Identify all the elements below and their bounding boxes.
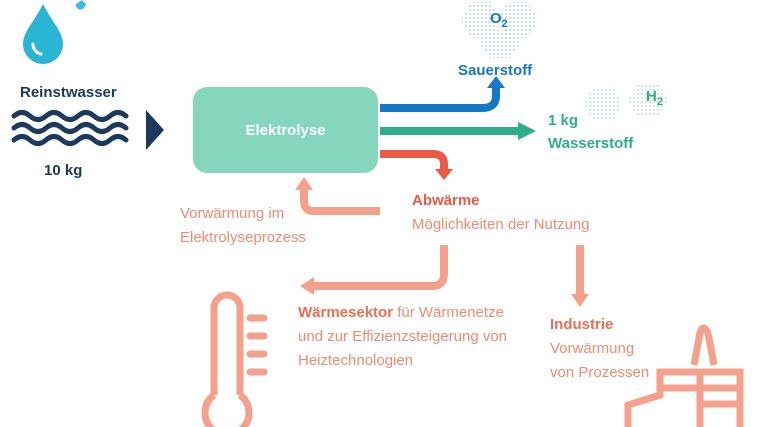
oxygen-label: Sauerstoff (458, 62, 533, 79)
small-water-drop-icon (75, 0, 87, 10)
electrolysis-box (193, 87, 378, 173)
hydrogen-molecule-icon (583, 84, 668, 120)
preheating-line-1: Vorwärmung im (180, 205, 285, 222)
heat-sector-line-3: Heiztechnologien (298, 352, 414, 369)
hydrogen-arrow (380, 122, 536, 140)
water-drop-highlight (31, 42, 43, 56)
industry-line-1: Vorwärmung (550, 340, 635, 357)
waste-heat-arrow (380, 150, 453, 180)
industry-title: Industrie (550, 316, 614, 333)
oxygen-molecule-icon (461, 2, 538, 58)
oxygen-formula: O2 (490, 10, 508, 30)
water-label: Reinstwasser (20, 84, 117, 101)
electrolysis-label: Elektrolyse (245, 121, 326, 139)
hydrogen-amount: 1 kg (548, 112, 579, 129)
heat-sector-line-1: Wärmesektor für Wärmenetze (298, 304, 504, 321)
hydrogen-label: Wasserstoff (548, 135, 634, 152)
hydrogen-formula: H2 (646, 88, 663, 108)
thermometer-icon (201, 291, 268, 427)
heat-sector-line-2: und zur Effizienzsteigerung von (298, 328, 508, 345)
waste-heat-subtitle: Möglichkeiten der Nutzung (412, 216, 590, 233)
heat-sector-arrow (300, 245, 448, 295)
factory-icon (624, 324, 744, 427)
preheating-arrow (295, 177, 380, 215)
heat-sector-title: Wärmesektor (298, 304, 394, 321)
industry-line-2: von Prozessen (550, 364, 650, 381)
water-waves-icon (11, 110, 129, 146)
water-amount: 10 kg (44, 162, 83, 179)
oxygen-arrow (380, 76, 505, 112)
water-drop-icon (23, 4, 63, 64)
preheating-line-2: Elektrolyseprozess (180, 229, 306, 246)
waste-heat-title: Abwärme (412, 192, 480, 209)
water-flow-arrow (146, 110, 164, 150)
industry-arrow (571, 245, 589, 307)
